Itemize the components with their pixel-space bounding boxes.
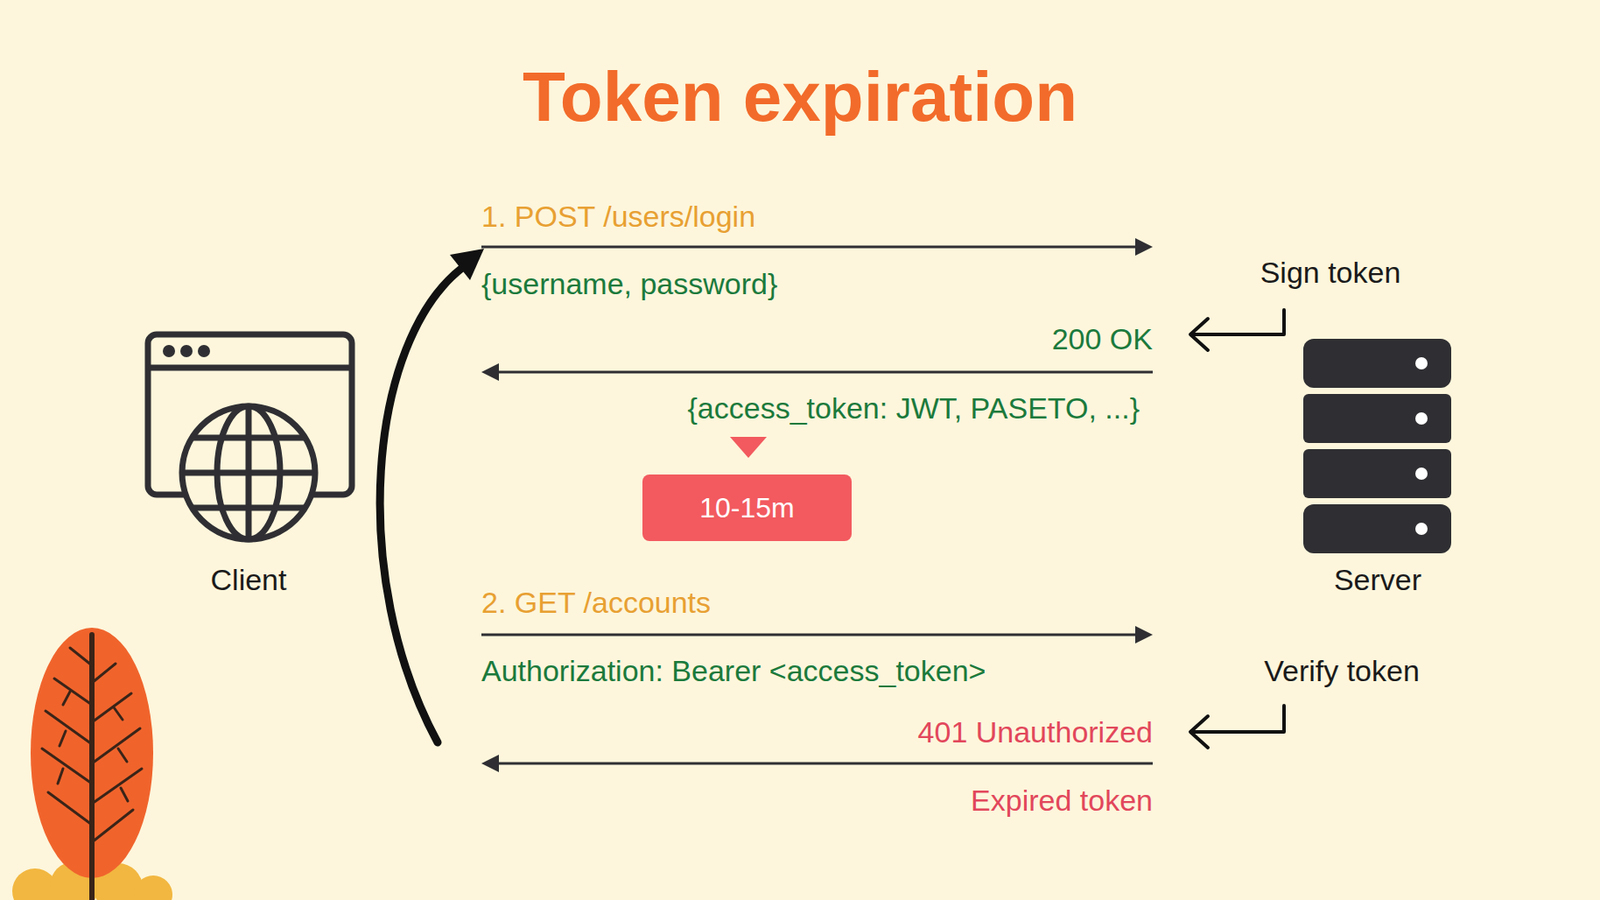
arrowhead bbox=[1135, 238, 1153, 256]
node-label: Server bbox=[1333, 561, 1422, 598]
sign-token-bent-arrow bbox=[1190, 309, 1285, 351]
tree-illustration bbox=[12, 627, 173, 900]
request-body: {username, password} bbox=[481, 266, 778, 302]
retry-curved-arrow bbox=[379, 248, 485, 743]
server-unit bbox=[1303, 393, 1452, 443]
server-led bbox=[1415, 357, 1428, 370]
message-label: 401 Unauthorized bbox=[918, 714, 1153, 751]
window-dot bbox=[180, 344, 193, 358]
arrowhead bbox=[1135, 625, 1153, 644]
window-bar bbox=[147, 364, 352, 372]
message-line bbox=[481, 245, 1137, 249]
arrowhead bbox=[1190, 318, 1208, 351]
duration-box: 10-15m bbox=[642, 474, 852, 541]
arrowhead bbox=[481, 754, 499, 772]
server-led bbox=[1415, 522, 1428, 535]
server-unit bbox=[1303, 504, 1452, 554]
server-led bbox=[1415, 467, 1428, 480]
window-dot bbox=[162, 344, 176, 358]
message-arrow bbox=[481, 754, 1153, 772]
bush bbox=[133, 875, 173, 900]
server-action: Verify token bbox=[1263, 652, 1420, 689]
message-line bbox=[481, 633, 1137, 637]
pointer-triangle bbox=[729, 436, 767, 458]
message-label: 2. GET /accounts bbox=[481, 584, 711, 621]
diagram-title: Token expiration bbox=[522, 55, 1078, 140]
arrowhead bbox=[1190, 715, 1208, 748]
globe bbox=[182, 406, 316, 540]
server-unit bbox=[1303, 338, 1452, 388]
request-header: Authorization: Bearer <access_token> bbox=[481, 652, 986, 689]
message-line bbox=[497, 371, 1153, 374]
message-arrow bbox=[481, 363, 1153, 381]
server-icon bbox=[1152, 227, 1486, 779]
window-dot bbox=[197, 344, 211, 358]
server-node: Server bbox=[1152, 227, 1486, 779]
arrowhead bbox=[481, 363, 499, 381]
curve bbox=[379, 267, 463, 743]
message-label: 200 OK bbox=[1052, 321, 1153, 358]
arrowhead bbox=[449, 248, 485, 281]
client-node: Client bbox=[140, 227, 482, 779]
message-arrow bbox=[481, 625, 1153, 644]
server-led bbox=[1415, 412, 1428, 425]
response-body: {access_token: JWT, PASETO, ...} bbox=[687, 390, 1140, 427]
node-label: Client bbox=[210, 561, 288, 598]
branches bbox=[42, 634, 142, 900]
duration-label: 10-15m bbox=[699, 491, 795, 525]
message-arrow bbox=[481, 238, 1153, 256]
error-reason: Expired token bbox=[970, 782, 1153, 819]
message-line bbox=[497, 762, 1153, 765]
server-unit bbox=[1303, 449, 1452, 499]
verify-token-bent-arrow bbox=[1190, 705, 1285, 748]
server-action: Sign token bbox=[1260, 254, 1402, 291]
message-label: 1. POST /users/login bbox=[481, 198, 756, 235]
browser-icon bbox=[140, 227, 482, 779]
